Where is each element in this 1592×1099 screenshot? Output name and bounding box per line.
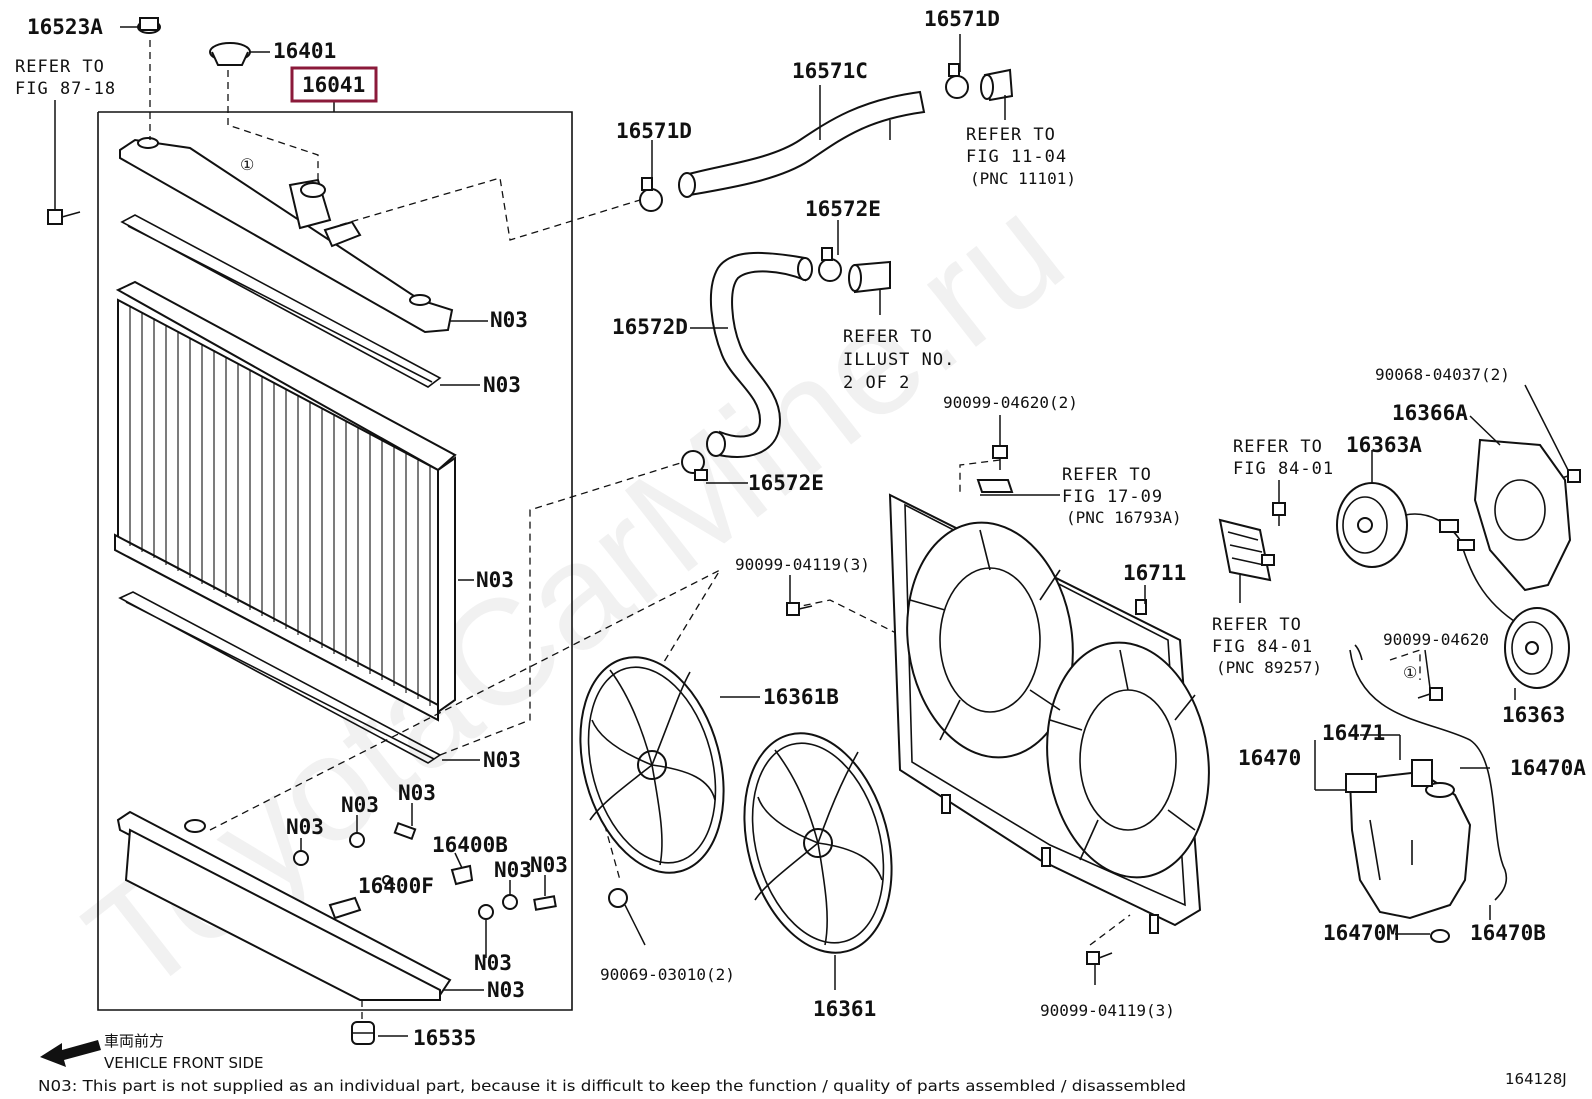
fan-shroud-16711[interactable] [888,493,1224,934]
radiator-upper-tank[interactable] [119,137,454,334]
ref-illust-line1: REFER TO [843,327,933,347]
label-90099-04620-2[interactable]: 90099-04620(2) [943,393,1078,412]
label-n03[interactable]: N03 [474,951,512,975]
ref-fig84b-line2: FIG 84-01 [1212,637,1313,657]
ref-illust-line2: ILLUST NO. [843,350,955,370]
hose-pipe-stub-mid [848,260,891,294]
label-16470B[interactable]: 16470B [1470,921,1546,945]
label-16571D-left[interactable]: 16571D [616,119,692,143]
label-n03[interactable]: N03 [483,373,521,397]
ref-fig84a-line1: REFER TO [1233,437,1323,457]
fan-16361[interactable] [721,717,914,970]
ref-fig84a-line2: FIG 84-01 [1233,459,1334,479]
label-90069-03010-2[interactable]: 90069-03010(2) [600,965,735,984]
leader-lines [54,26,1569,1037]
vehicle-front-en: VEHICLE FRONT SIDE [104,1054,264,1072]
figure-id: 164128J [1505,1070,1567,1088]
label-16041[interactable]: 16041 [302,73,365,97]
label-16535[interactable]: 16535 [413,1026,476,1050]
ref-fig11-line2: FIG 11-04 [966,147,1067,167]
reservoir-hose-16470A[interactable] [1349,644,1508,901]
label-16470M[interactable]: 16470M [1323,921,1399,945]
part-labels: 16523A 16401 16041 16571C 16571D 16571D … [27,7,1586,1050]
label-16363[interactable]: 16363 [1502,703,1565,727]
fan-resistor-module[interactable] [1218,518,1275,582]
ref-fig87-line2: FIG 87-18 [15,79,116,99]
ref-fig17-line2: FIG 17-09 [1062,487,1163,507]
label-16470[interactable]: 16470 [1238,746,1301,770]
ref-fig87-line1: REFER TO [15,57,105,77]
label-90099-04119-3-bottom[interactable]: 90099-04119(3) [1040,1001,1175,1020]
label-16711[interactable]: 16711 [1123,561,1186,585]
label-16400F[interactable]: 16400F [358,874,434,898]
coolant-reservoir-16470[interactable] [1345,759,1472,943]
fan-16361B[interactable] [558,641,746,889]
radiator-cap[interactable] [209,42,251,66]
hose-pipe-stub-top [980,68,1014,102]
ref-fig84b-line3: (PNC 89257) [1216,658,1322,677]
label-16363A[interactable]: 16363A [1346,433,1422,457]
label-n03[interactable]: N03 [341,793,379,817]
label-16572D[interactable]: 16572D [612,315,688,339]
radiator-lower-tank[interactable] [116,810,452,1001]
label-16571D-top[interactable]: 16571D [924,7,1000,31]
label-n03[interactable]: N03 [487,978,525,1002]
vehicle-front-jp: 車両前方 [104,1032,164,1050]
label-16470A[interactable]: 16470A [1510,756,1586,780]
label-n03[interactable]: N03 [286,815,324,839]
label-16471[interactable]: 16471 [1322,721,1385,745]
ref-illust-line3: 2 OF 2 [843,373,910,393]
ref-fig11-line1: REFER TO [966,125,1056,145]
ref-fig11-line3: (PNC 11101) [970,169,1076,188]
label-n03[interactable]: N03 [490,308,528,332]
label-16523A[interactable]: 16523A [27,15,103,39]
lower-hose[interactable] [706,251,813,458]
highlight-box-16041 [290,66,378,103]
drain-plug-top[interactable] [137,17,161,34]
wiring-clip [976,479,1014,493]
label-n03[interactable]: N03 [398,781,436,805]
label-90068-04037-2[interactable]: 90068-04037(2) [1375,365,1510,384]
fan-nut[interactable] [608,888,628,908]
fan-motor-16363A[interactable] [1336,482,1521,626]
circle-marker-1: ① [1403,663,1417,682]
label-90099-04119-3-top[interactable]: 90099-04119(3) [735,555,870,574]
ref-fig84b-line1: REFER TO [1212,615,1302,635]
label-n03[interactable]: N03 [476,568,514,592]
label-16401[interactable]: 16401 [273,39,336,63]
label-16366A[interactable]: 16366A [1392,401,1468,425]
label-n03[interactable]: N03 [483,748,521,772]
radiator-core[interactable] [114,280,457,722]
label-90099-04620[interactable]: 90099-04620 [1383,630,1489,649]
reference-notes: REFER TO FIG 87-18 REFER TO FIG 11-04 (P… [15,57,1334,677]
label-16572E-top[interactable]: 16572E [805,197,881,221]
radiator-assembly-frame [97,111,573,1011]
label-n03[interactable]: N03 [530,853,568,877]
label-16361[interactable]: 16361 [813,997,876,1021]
cushion-16535[interactable] [351,1021,375,1045]
hose-clamps[interactable] [639,63,969,481]
label-16361B[interactable]: 16361B [763,685,839,709]
ref-fig17-line1: REFER TO [1062,465,1152,485]
upper-hose[interactable] [678,90,926,198]
ref-fig17-line3: (PNC 16793A) [1066,508,1182,527]
label-16400B[interactable]: 16400B [432,833,508,857]
bolt-left[interactable] [47,209,81,225]
bolts-fan[interactable] [786,445,1581,965]
front-arrow-icon [40,1040,101,1067]
label-n03[interactable]: N03 [494,858,532,882]
label-16571C[interactable]: 16571C [792,59,868,83]
vehicle-front-indicator: 車両前方 VEHICLE FRONT SIDE [40,1032,264,1072]
fan-motor-16363[interactable] [1504,607,1570,689]
circle-marker-1: ① [240,155,254,174]
footer-note-n03: N03: This part is not supplied as an ind… [38,1077,1186,1095]
label-16572E-bottom[interactable]: 16572E [748,471,824,495]
upper-gasket [120,214,442,388]
motor-bracket-16366A[interactable] [1473,438,1572,592]
